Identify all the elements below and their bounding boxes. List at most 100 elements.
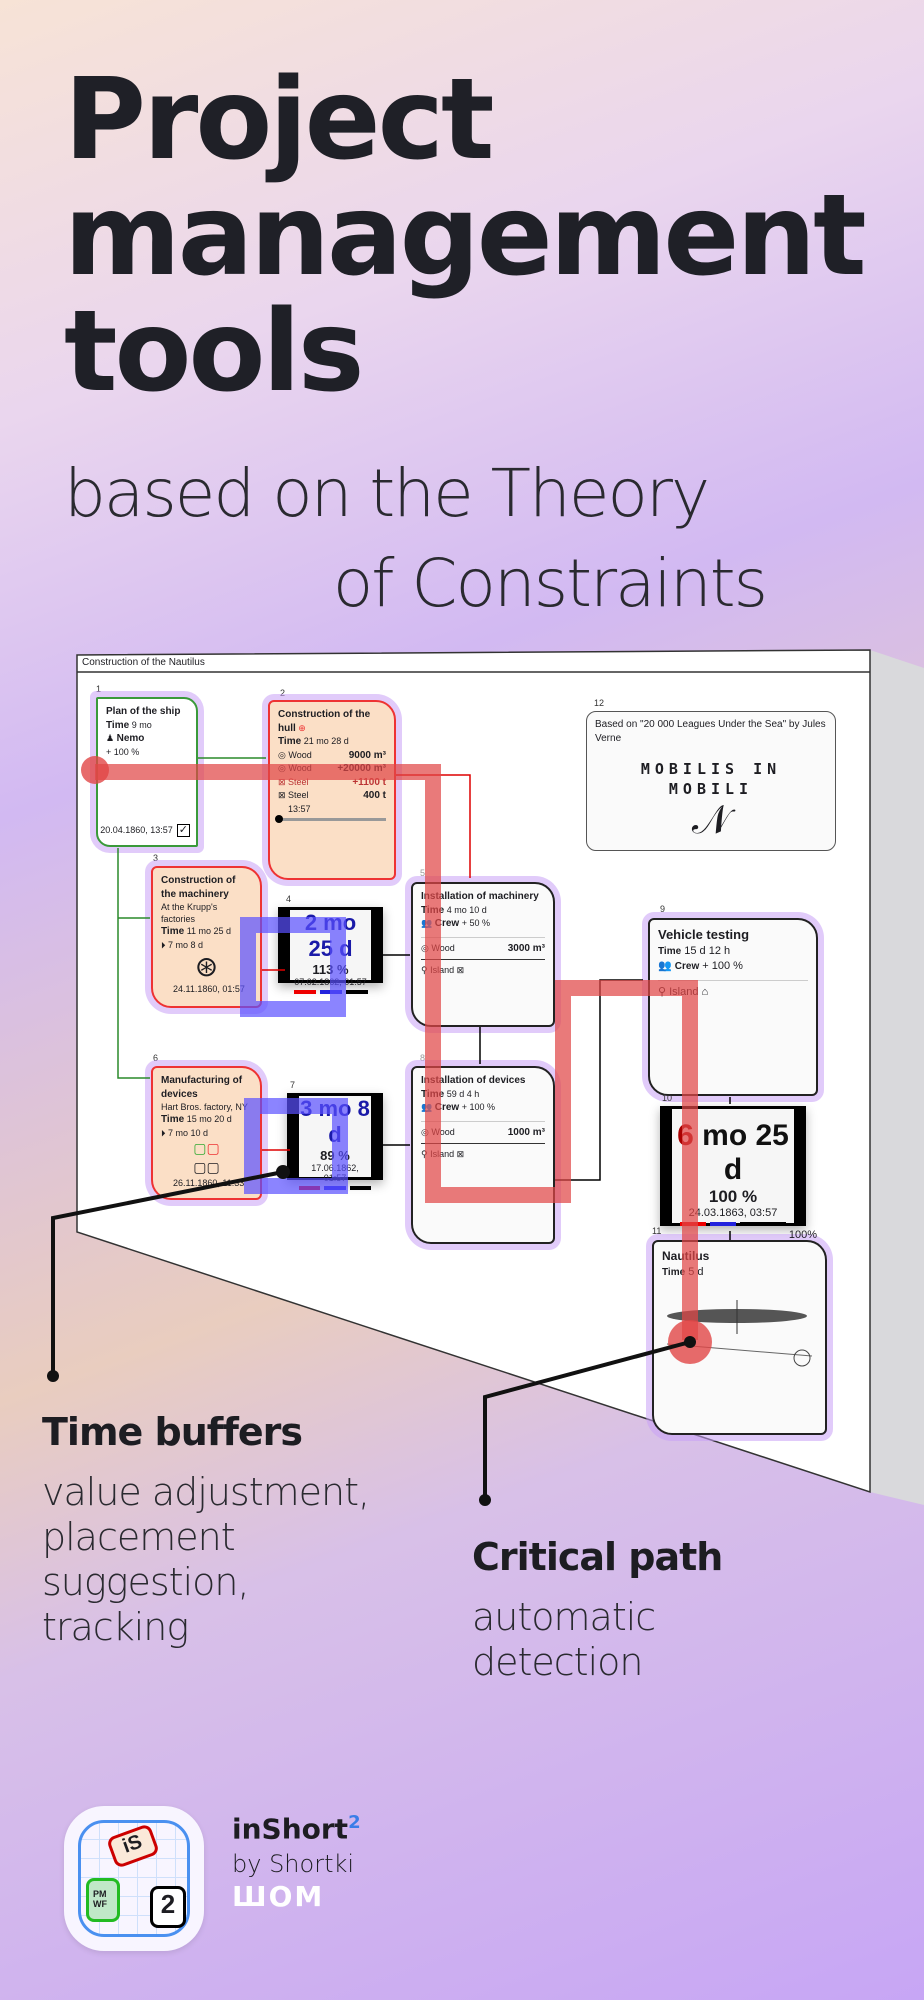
download-circle-icon: ⊕: [298, 722, 306, 733]
time-buffer-4[interactable]: 2 mo 25 d 113 % 07.02.1862, 01:57: [278, 907, 383, 994]
node-number: 3: [153, 853, 159, 863]
submarine-drawing: [666, 1299, 813, 1367]
task-card-plan-of-ship[interactable]: Plan of the ship Time 9 mo ♟ Nemo + 100 …: [96, 697, 198, 847]
lead-icon: ⏵: [161, 939, 166, 950]
node-number: 1: [96, 684, 102, 694]
task-time: 59 d 4 h: [446, 1088, 480, 1099]
buffer-duration-months: 6: [677, 1119, 694, 1152]
time-buffer-7[interactable]: 3 mo 8 d 89 % 17.06.1862, 01:57: [287, 1093, 383, 1190]
task-card-hull[interactable]: Construction of the hull ⊕ Time 21 mo 28…: [268, 700, 396, 880]
allocation: + 50 %: [461, 918, 490, 928]
time-buffer-10[interactable]: 6 mo 25 d 100 % 24.03.1863, 03:57: [660, 1106, 806, 1226]
buffer-bars: [672, 1222, 794, 1226]
time-label: Time: [421, 1088, 445, 1100]
time-label: Time: [278, 736, 302, 747]
node-number: 8: [420, 1053, 426, 1063]
done-checkbox-icon[interactable]: ✓: [176, 824, 190, 837]
completion-percent: 100%: [788, 1229, 817, 1241]
time-label: Time: [421, 904, 445, 916]
time-label: Time: [658, 945, 682, 957]
n-monogram-icon: 𝒩: [691, 796, 731, 843]
buffer-bars: [299, 1186, 371, 1190]
task-title: Manufacturing of devices: [161, 1075, 243, 1100]
person-icon: ♟: [106, 733, 115, 743]
task-title: Plan of the ship: [106, 706, 181, 717]
crew-icon: 👥: [421, 918, 433, 928]
buffer-percent: 113 %: [312, 962, 349, 977]
task-title: Construction of the hull: [278, 709, 371, 734]
allocation: + 100 %: [702, 959, 743, 972]
task-date: 26.11.1860, 11:33: [173, 1177, 245, 1188]
task-card-devices[interactable]: Manufacturing of devices Hart Bros. fact…: [151, 1066, 262, 1200]
buffer-duration: 2 mo 25 d: [304, 910, 357, 961]
buffer-date: 07.02.1862, 01:57: [294, 977, 367, 987]
resource-row: ⊠ Steel+1100 t: [278, 776, 386, 788]
progress-slider[interactable]: [275, 814, 386, 823]
motto-logo: MOBILIS IN MOBILI: [640, 760, 782, 799]
headline-line-3: tools: [64, 287, 364, 417]
app-logo: iS PM WF 2: [64, 1806, 204, 1951]
task-time: 15 d 12 h: [684, 944, 731, 957]
buffer-percent: 100 %: [708, 1187, 758, 1206]
task-card-nautilus[interactable]: Nautilus 100% Time 5 d: [652, 1229, 827, 1435]
time-label: Time: [161, 926, 185, 938]
task-place: At the Krupp's factories: [161, 902, 218, 925]
location-row: ⚲ Island ⊠: [421, 1143, 545, 1160]
node-number: 6: [153, 1053, 159, 1063]
assignee: Nemo: [116, 733, 145, 744]
time-buffers-title: Time buffers: [42, 1410, 303, 1454]
venn-icon: ⊛: [194, 950, 219, 982]
note-card[interactable]: Based on "20 000 Leagues Under the Sea" …: [586, 711, 836, 851]
task-card-machinery[interactable]: Construction of the machinery At the Kru…: [151, 866, 262, 1008]
task-title: Installation of machinery: [421, 891, 539, 902]
time-label: Time: [662, 1266, 686, 1278]
task-time: 5 d: [688, 1265, 704, 1278]
time-label: Time: [161, 1114, 185, 1126]
logo-2-tile: 2: [150, 1886, 186, 1928]
buffer-bars: [290, 990, 371, 994]
headline-line-2: management: [64, 171, 867, 301]
brand-name: inShort2: [232, 1812, 361, 1846]
task-time: 9 mo: [131, 719, 152, 730]
headline-line-1: Project: [64, 55, 495, 185]
node-number: 9: [660, 904, 666, 914]
node-number: 2: [280, 688, 286, 698]
crew-icon: 👥: [658, 959, 672, 972]
logo-pm-tile: PM WF: [86, 1878, 120, 1922]
task-card-install-machinery[interactable]: Installation of machinery Time 4 mo 10 d…: [411, 882, 555, 1027]
time-label: Time: [106, 719, 130, 731]
node-number: 4: [286, 894, 292, 904]
resource-row: ◎ Wood+20000 m³: [278, 763, 386, 774]
node-number: 10: [662, 1093, 673, 1103]
board-title: Construction of the Nautilus: [82, 657, 205, 668]
subheadline-1: based on the Theory: [64, 455, 710, 532]
task-date: 24.11.1860, 01:57: [173, 983, 245, 994]
note-text: Based on "20 000 Leagues Under the Sea" …: [595, 719, 826, 744]
buffer-duration: 3 mo 8 d: [300, 1096, 370, 1147]
allocation: + 100 %: [461, 1102, 495, 1112]
task-time: 21 mo 28 d: [303, 736, 349, 746]
node-number: 7: [290, 1080, 296, 1090]
task-time: 11 mo 25 d: [186, 926, 232, 937]
node-number: 5: [420, 868, 426, 878]
crew-label: Crew: [674, 960, 700, 972]
buffer-date: 17.06.1862, 01:57: [311, 1163, 359, 1183]
task-title: Nautilus: [662, 1249, 710, 1263]
task-card-install-devices[interactable]: Installation of devices Time 59 d 4 h 👥 …: [411, 1066, 555, 1244]
location-row: ⚲ Island ⌂: [658, 979, 808, 1000]
crew-icon: 👥: [421, 1102, 433, 1112]
buffer-percent: 89 %: [320, 1148, 350, 1163]
subheadline-2: of Constraints: [332, 545, 768, 622]
shortki-mark: ШОМ: [232, 1880, 325, 1913]
crew-label: Crew: [434, 918, 460, 929]
node-number: 11: [652, 1226, 662, 1236]
task-date: 20.04.1860, 13:57: [100, 825, 173, 836]
lead-icon: ⏵: [161, 1127, 166, 1138]
task-time: 4 mo 10 d: [446, 904, 487, 915]
task-card-vehicle-testing[interactable]: Vehicle testing Time 15 d 12 h 👥 Crew + …: [648, 918, 818, 1096]
task-title: Vehicle testing: [658, 927, 750, 942]
